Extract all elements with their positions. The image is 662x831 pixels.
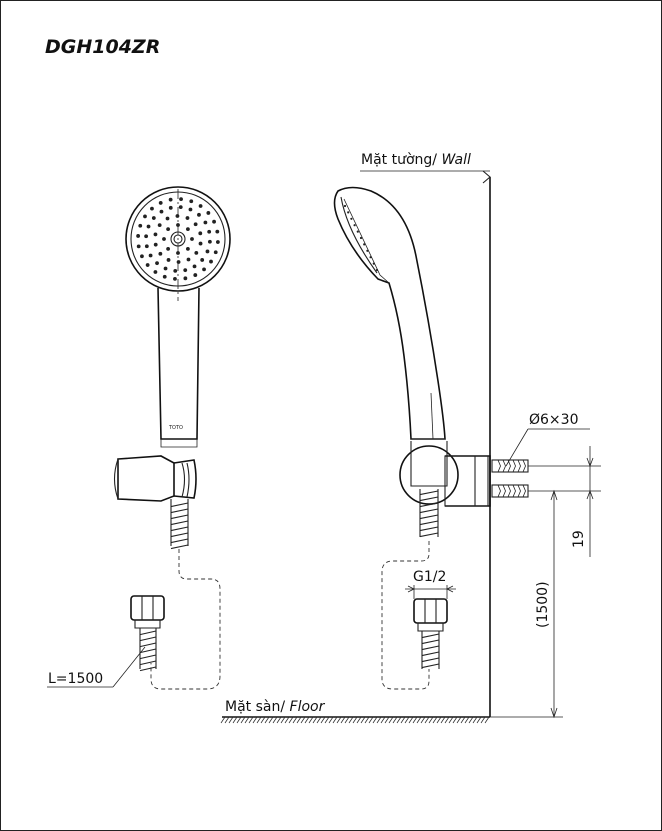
hand-shower-front-icon: TOTO [125,186,231,448]
dimension-19-label: 19 [571,530,587,548]
thread-label: G1/2 [413,569,446,585]
dimension-1500-label: (1500) [535,581,551,628]
dimension-19 [528,446,601,557]
hose-nut-side [413,598,448,669]
floor-line [220,716,490,724]
brand-mark: TOTO [168,425,183,431]
wall-line [360,170,491,717]
hand-shower-side-icon [333,186,446,440]
anchor-spec-label: Ø6×30 [529,412,578,428]
hose-nut-icon [130,595,165,672]
floor-label: Mặt sàn/ Floor [225,699,326,715]
hose-side [381,489,439,690]
hose-length-label: L=1500 [48,671,103,687]
hose-front [150,499,221,690]
wall-bracket-icon [113,455,197,502]
thread-dimension [405,585,456,599]
wall-bracket-side [399,441,491,507]
model-code: DGH104ZR [45,36,160,58]
dimension-1500 [490,489,563,719]
wall-anchor-icon [491,459,529,498]
wall-label: Mặt tường/ Wall [361,152,471,168]
nozzle-pattern [136,197,220,281]
